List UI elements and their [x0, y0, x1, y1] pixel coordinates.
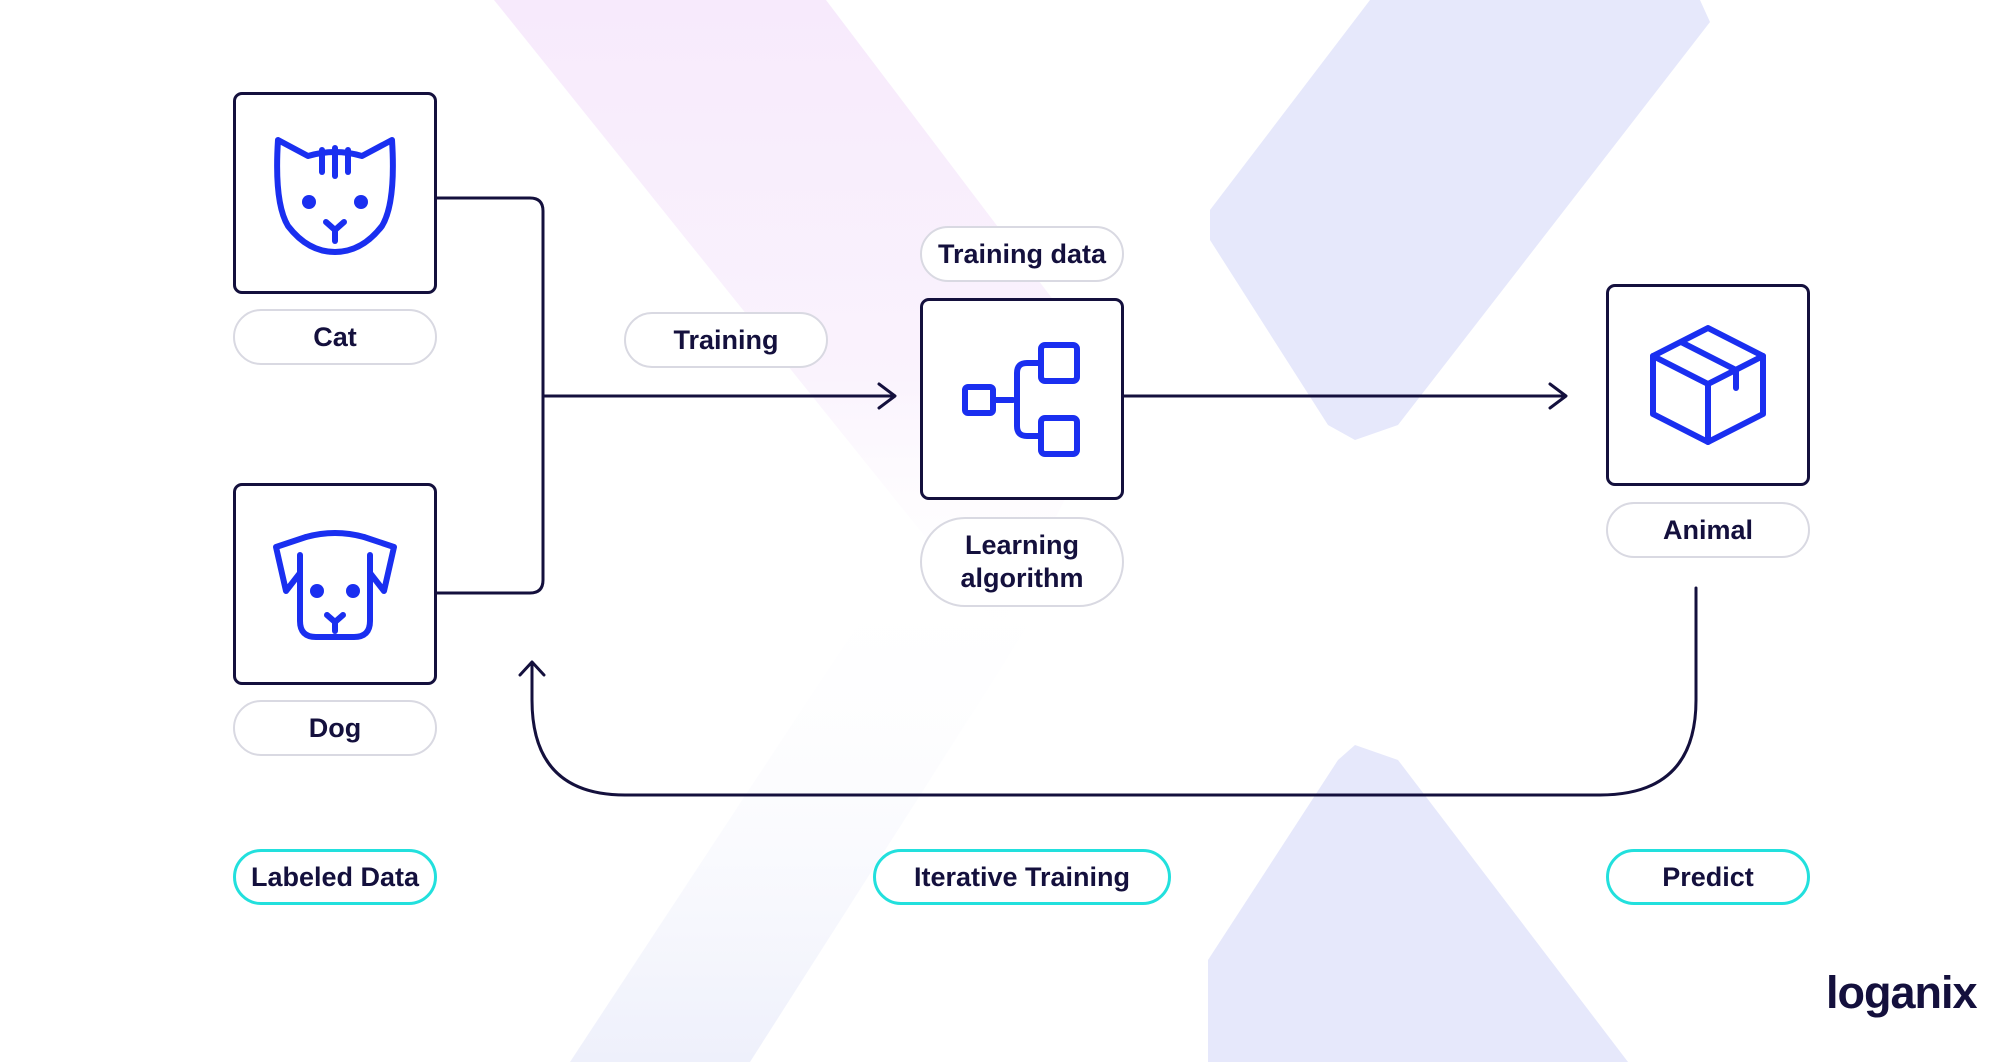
- dog-card: [233, 483, 437, 685]
- cat-label-text: Cat: [313, 321, 357, 352]
- output-card: [1606, 284, 1810, 486]
- bg-chevron-bottom: [1208, 745, 1628, 1062]
- training-label-text: Training: [673, 324, 779, 355]
- predict-arrow: [1122, 382, 1568, 410]
- dog-connector: [434, 394, 545, 595]
- stage-predict: Predict: [1606, 849, 1810, 905]
- stage-labeled-data: Labeled Data: [233, 849, 437, 905]
- loganix-logo: loganix: [1826, 967, 1978, 1018]
- animal-label-text: Animal: [1662, 514, 1754, 545]
- training-data-text: Training data: [937, 238, 1107, 269]
- model-card: [920, 298, 1124, 500]
- training-data-label: Training data: [920, 226, 1124, 282]
- hierarchy-icon: [962, 342, 1080, 457]
- dog-label: Dog: [233, 700, 437, 756]
- stage-iterative-training: Iterative Training: [873, 849, 1171, 905]
- feedback-loop: [518, 586, 1698, 797]
- cat-connector: [434, 196, 545, 398]
- stage-labeled-data-text: Labeled Data: [250, 861, 420, 892]
- stage-predict-text: Predict: [1662, 861, 1754, 892]
- bg-chevron-top: [1210, 0, 1710, 440]
- learning-algorithm-label: Learning algorithm: [920, 517, 1124, 607]
- training-label: Training: [624, 312, 828, 368]
- animal-label: Animal: [1606, 502, 1810, 558]
- dog-label-text: Dog: [308, 712, 362, 743]
- stage-iterative-training-text: Iterative Training: [913, 861, 1131, 892]
- dog-icon: [273, 530, 397, 640]
- box-icon: [1650, 325, 1766, 445]
- bg-stripe-left-bottom: [570, 560, 1070, 1062]
- cat-card: [233, 92, 437, 294]
- cat-label: Cat: [233, 309, 437, 365]
- cat-icon: [274, 137, 396, 255]
- training-arrow: [541, 382, 897, 410]
- learning-algorithm-text: Learning algorithm: [960, 530, 1084, 593]
